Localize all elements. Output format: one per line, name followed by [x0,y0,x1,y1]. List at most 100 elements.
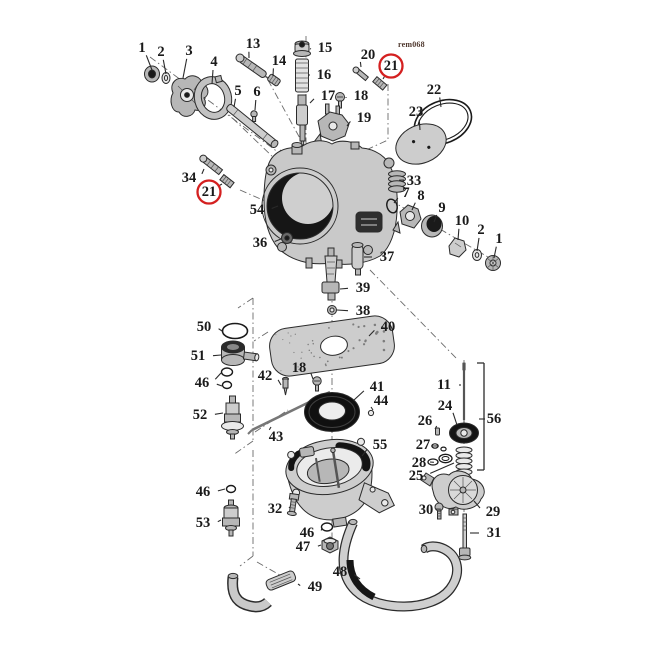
part-label-26: 26 [418,413,438,430]
part-label-51: 51 [191,348,222,364]
part-number: 7 [402,185,409,201]
part-24-diaphragm-graphic [449,422,479,444]
gasket-speckle [376,330,379,334]
gasket-speckle [324,363,327,366]
gasket-speckle [347,350,350,353]
leader-line [418,119,421,131]
leader-line [433,214,438,223]
part-number: 9 [438,200,445,216]
leader-line [277,379,282,386]
gasket-speckle [308,349,311,352]
part-label-48: 48 [333,564,361,580]
part-46-oring-bowl-graphic [320,522,334,532]
part-label-34: 34 [182,168,205,186]
gasket-speckle [357,325,360,329]
part-label-11: 11 [437,377,461,393]
leader-line [145,55,153,71]
part-21-spring-top-graphic [372,75,388,91]
leader-line [361,448,368,457]
part-1-nut-right-graphic [485,255,501,271]
gasket-speckle [363,324,366,328]
part-number: 8 [417,188,424,204]
part-26-pin-graphic [435,427,440,436]
leader-line [429,462,455,474]
gasket-speckle [362,343,366,346]
part-label-1: 1 [138,40,153,71]
part-number: 54 [250,202,265,218]
part-17-plunger-graphic [296,94,308,146]
part-18-screw-graphic [335,92,345,109]
leader-line [476,237,480,252]
leader-line [201,168,205,175]
part-7-oring-graphic [386,198,398,214]
part-46-oring-lower-graphic [225,484,237,494]
part-number: 40 [381,319,396,335]
part-16-spring-graphic [295,58,309,93]
part-label-20: 20 [359,47,376,68]
part-number: 24 [438,398,453,414]
part-4-clamp-ring-graphic [193,74,233,120]
part-number: 42 [258,368,273,384]
leader-line [336,309,349,312]
part-number: 20 [361,47,376,63]
part-number: 47 [296,539,311,555]
part-label-31: 31 [470,525,501,541]
gasket-speckle [358,339,361,342]
leader-line [219,183,223,186]
part-number: 36 [253,235,268,251]
leader-line [317,544,322,547]
part-label-43: 43 [269,426,283,445]
gasket-speckle [373,323,377,327]
gasket-speckle [300,357,302,359]
gasket-speckle [340,356,343,359]
part-label-15: 15 [309,40,332,56]
part-label-50: 50 [197,319,223,335]
leader-line [310,372,314,380]
part-number: 6 [253,84,260,100]
part-21-spring-left-graphic [219,173,235,189]
part-number: 48 [333,564,348,580]
leader-line [309,98,315,104]
leader-line [382,76,385,80]
part-number: 10 [455,213,470,229]
gasket-speckle [293,351,295,354]
part-label-6: 6 [253,84,261,111]
leader-line [218,328,223,332]
gasket-speckle [311,339,314,342]
leader-line [393,197,399,204]
gasket-speckle [289,342,291,344]
gasket-speckle [319,356,321,359]
part-label-54: 54 [250,202,279,218]
leader-line [346,121,351,127]
part-37-tube-graphic [351,242,364,276]
leader-line [359,61,362,68]
part-label-27: 27 [416,437,438,453]
part-label-37: 37 [364,249,394,265]
part-34-screw-graphic [199,154,224,176]
part-14-coupler-graphic [267,73,281,87]
part-30-screw-graphic [434,502,444,520]
gasket-speckle [352,323,355,326]
part-label-46: 46 [196,484,226,500]
part-number: 46 [195,375,210,391]
gasket-speckle [301,351,303,353]
gasket-speckle [352,347,355,350]
part-label-30: 30 [419,502,441,518]
part-label-25: 25 [409,462,455,484]
gasket-speckle [382,339,386,343]
part-label-10: 10 [455,213,470,241]
part-31-bolt-graphic [458,513,472,561]
leader-line [182,58,188,79]
part-label-19: 19 [346,110,371,127]
part-number: 55 [373,437,388,453]
part-number: 39 [356,280,371,296]
part-number: 21 [202,184,217,200]
part-51-pump-housing-graphic [221,340,260,366]
part-label-47: 47 [296,539,322,555]
part-label-56: 56 [479,411,501,427]
part-number: 18 [354,88,369,104]
part-number: 41 [370,379,385,395]
part-label-21: 21 [378,53,404,80]
part-label-23: 23 [409,104,423,131]
leader-line [271,205,279,210]
